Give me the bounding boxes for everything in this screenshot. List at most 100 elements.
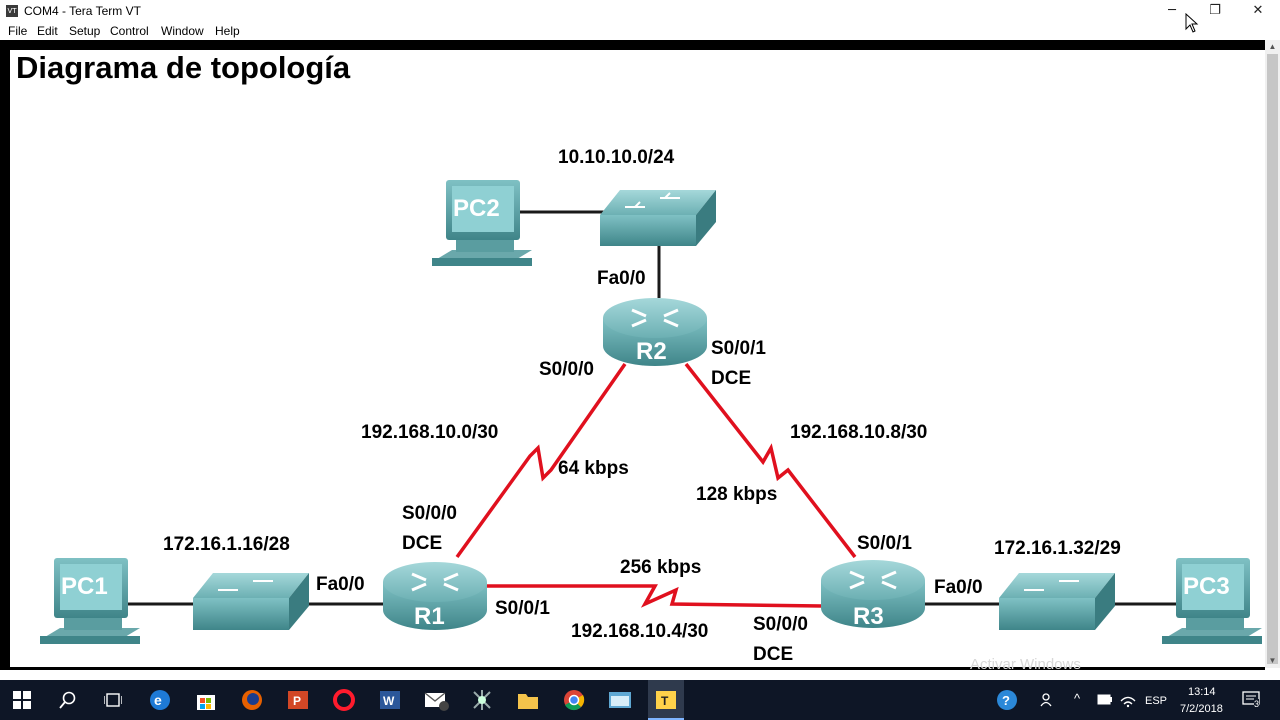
r1-s001-label: S0/0/1	[495, 598, 550, 619]
network-tool-icon	[473, 690, 491, 710]
tray-network-icon[interactable]	[1120, 692, 1136, 711]
start-button[interactable]	[6, 684, 38, 716]
switch-top-icon	[600, 190, 716, 246]
r2-s001-label: S0/0/1	[711, 338, 766, 359]
scroll-down-arrow-icon[interactable]: ▼	[1268, 656, 1277, 665]
taskbar-mail[interactable]	[420, 684, 452, 716]
router-r1-icon	[383, 562, 487, 630]
taskbar-edge[interactable]: e	[144, 684, 176, 716]
r2-label: R2	[636, 338, 667, 365]
taskbar-powerpoint[interactable]: P	[282, 684, 314, 716]
router-r2-icon	[603, 298, 707, 366]
link-r2-r3	[684, 362, 857, 559]
tray-battery-icon[interactable]	[1097, 694, 1113, 708]
link-r2r3-label: 192.168.10.8/30	[790, 422, 928, 443]
rate-r1r3-label: 256 kbps	[620, 557, 702, 578]
close-button[interactable]: ✕	[1252, 3, 1264, 18]
r2-s000-label: S0/0/0	[539, 359, 594, 380]
tera-term-icon: T	[656, 691, 676, 709]
store-bag-icon	[197, 695, 215, 710]
minimize-button[interactable]: ─	[1168, 3, 1176, 18]
pc2-computer-icon	[432, 180, 532, 266]
taskbar-tera-term-active[interactable]: T	[648, 680, 684, 720]
r3-s000-label: S0/0/0	[753, 614, 808, 635]
r3-fa-label: Fa0/0	[934, 577, 983, 598]
task-view-button[interactable]	[97, 684, 129, 716]
windows-logo-icon	[13, 691, 31, 709]
r2-dce-label: DCE	[711, 368, 752, 389]
taskbar-chrome[interactable]	[558, 684, 590, 716]
vertical-scrollbar[interactable]: ▲ ▼	[1265, 40, 1280, 668]
taskbar-firefox[interactable]	[236, 684, 268, 716]
diagram-heading: Diagrama de topología	[16, 50, 351, 85]
link-r1-r2	[455, 362, 627, 559]
scroll-up-arrow-icon[interactable]: ▲	[1268, 42, 1277, 51]
net-right-label: 172.16.1.32/29	[994, 538, 1121, 559]
search-icon	[59, 691, 76, 709]
active-app-indicator	[648, 718, 684, 720]
switch-right-icon	[999, 573, 1115, 630]
menu-file[interactable]: File	[8, 24, 28, 38]
activate-windows-watermark: Activar Windows	[970, 656, 1081, 673]
help-globe-icon: ?	[997, 690, 1017, 710]
pc2-label: PC2	[453, 195, 500, 222]
scrollbar-thumb[interactable]	[1267, 54, 1278, 664]
action-center-icon[interactable]: 3	[1242, 691, 1262, 712]
taskbar-file-explorer[interactable]	[512, 684, 544, 716]
taskbar-opera[interactable]	[328, 684, 360, 716]
taskbar-store[interactable]	[190, 684, 222, 716]
serial-links	[455, 362, 857, 608]
pc1-computer-icon	[40, 558, 140, 644]
taskbar-network-tool[interactable]	[466, 684, 498, 716]
link-r1r2-label: 192.168.10.0/30	[361, 422, 499, 443]
r3-s001-label: S0/0/1	[857, 533, 912, 554]
menu-setup[interactable]: Setup	[69, 24, 101, 38]
rate-r1r2-label: 64 kbps	[558, 458, 629, 479]
restore-button[interactable]: ❐	[1209, 3, 1221, 18]
svg-text:?: ?	[1002, 693, 1010, 708]
menu-bar: File Edit Setup Control Window Help	[0, 22, 1280, 40]
menu-control[interactable]: Control	[110, 24, 149, 38]
taskbar-app[interactable]	[604, 684, 636, 716]
taskbar-word[interactable]: W	[374, 684, 406, 716]
tray-chevron-up-icon[interactable]: ^	[1074, 691, 1081, 706]
terminal-top-border	[0, 40, 1280, 50]
windows-taskbar: e P W T ? ^ ESP 13:14	[0, 680, 1280, 720]
router-r3-icon	[821, 560, 925, 628]
terminal-left-border	[0, 50, 10, 670]
link-r1-r3	[486, 584, 823, 608]
pc3-computer-icon	[1162, 558, 1262, 644]
chrome-icon	[564, 690, 585, 711]
svg-text:e: e	[154, 692, 162, 708]
mouse-cursor-icon	[1185, 13, 1199, 33]
menu-help[interactable]: Help	[215, 24, 240, 38]
tray-date[interactable]: 7/2/2018	[1180, 703, 1223, 715]
net-top-label: 10.10.10.0/24	[558, 147, 675, 168]
word-icon: W	[380, 691, 400, 709]
window-title: COM4 - Tera Term VT	[24, 4, 141, 18]
pc1-label: PC1	[61, 573, 108, 600]
menu-window[interactable]: Window	[161, 24, 204, 38]
folder-icon	[518, 694, 538, 709]
r2-fa-label: Fa0/0	[597, 268, 646, 289]
menu-edit[interactable]: Edit	[37, 24, 58, 38]
edge-browser-icon: e	[150, 690, 170, 710]
task-view-icon	[104, 693, 122, 707]
r3-dce-label: DCE	[753, 644, 794, 665]
opera-icon	[333, 689, 355, 711]
search-button[interactable]	[52, 684, 84, 716]
ethernet-links	[128, 210, 1178, 606]
link-r1r3-label: 192.168.10.4/30	[571, 621, 709, 642]
terminal-bottom-border	[0, 667, 1265, 670]
tray-time[interactable]: 13:14	[1188, 686, 1216, 698]
tray-language[interactable]: ESP	[1145, 695, 1168, 707]
rate-r2r3-label: 128 kbps	[696, 484, 778, 505]
title-bar: VT COM4 - Tera Term VT ─ ❐ ✕	[0, 0, 1280, 22]
tray-help[interactable]: ?	[993, 686, 1021, 714]
r1-dce-label: DCE	[402, 533, 443, 554]
powerpoint-icon: P	[288, 691, 308, 709]
firefox-icon	[242, 690, 262, 710]
svg-text:W: W	[383, 694, 395, 708]
tray-people-icon[interactable]	[1040, 692, 1056, 711]
